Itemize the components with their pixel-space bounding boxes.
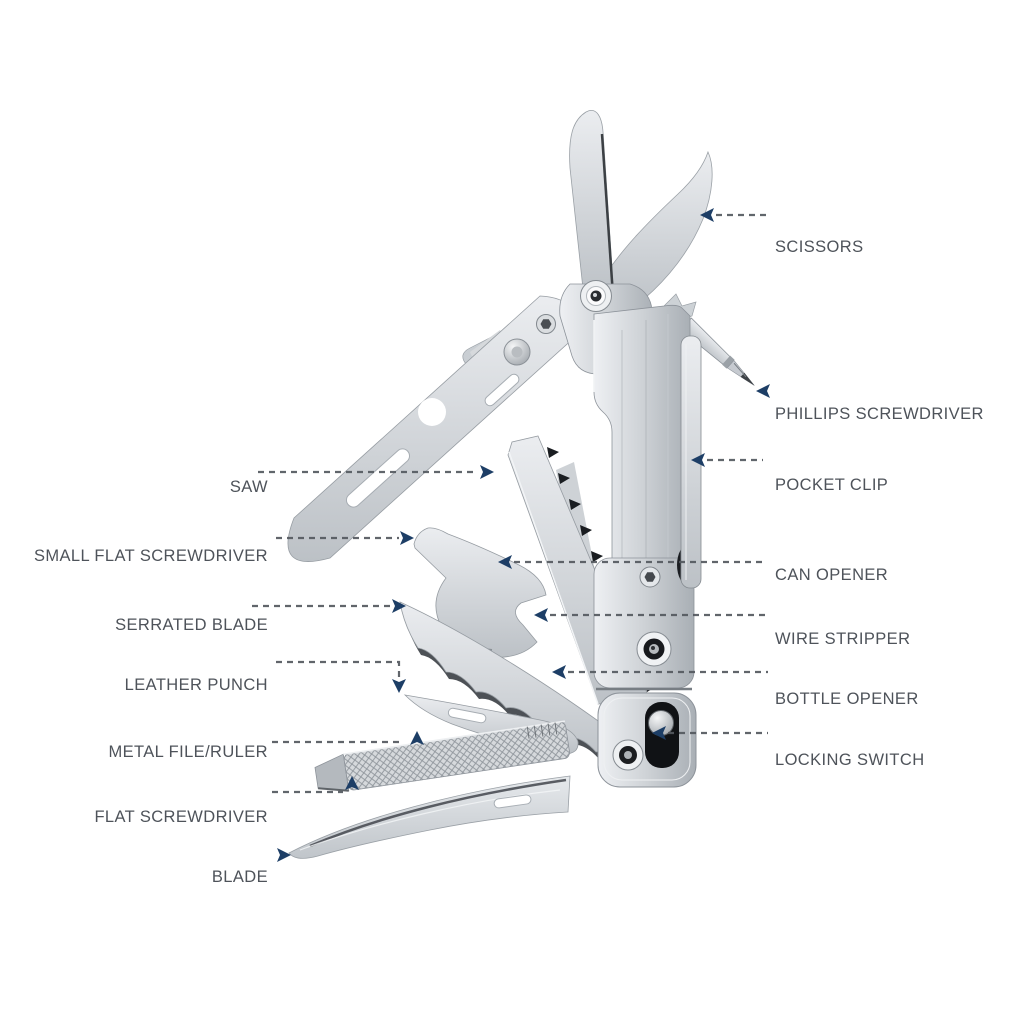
arrow-metal-file-icon bbox=[410, 731, 424, 745]
label-phillips-screwdriver: PHILLIPS SCREWDRIVER bbox=[775, 405, 984, 423]
arrow-leather-punch-icon bbox=[392, 679, 406, 693]
metal-file-graphic bbox=[314, 720, 570, 792]
label-pocket-clip: POCKET CLIP bbox=[775, 476, 889, 494]
arrow-phillips-icon bbox=[756, 384, 770, 398]
label-saw: SAW bbox=[229, 478, 268, 496]
label-blade: BLADE bbox=[211, 868, 268, 886]
arrow-pocket-clip-icon bbox=[691, 453, 705, 467]
label-flat-screwdriver: FLAT SCREWDRIVER bbox=[94, 808, 268, 826]
arrow-locking-switch-icon bbox=[652, 726, 666, 740]
label-serrated-blade: SERRATED BLADE bbox=[115, 616, 268, 634]
arrow-serrated-blade-icon bbox=[392, 599, 406, 613]
arrow-saw-icon bbox=[480, 465, 494, 479]
arrow-scissors-icon bbox=[700, 208, 714, 222]
label-can-opener: CAN OPENER bbox=[775, 566, 889, 584]
label-metal-file-ruler: METAL FILE/RULER bbox=[108, 743, 268, 761]
arrow-wire-stripper-icon bbox=[534, 608, 548, 622]
arrow-can-opener-icon bbox=[498, 555, 512, 569]
arrow-bottle-opener-icon bbox=[552, 665, 566, 679]
callout-lines bbox=[252, 213, 768, 794]
arrow-blade-icon bbox=[277, 848, 291, 862]
label-locking-switch: LOCKING SWITCH bbox=[775, 751, 925, 769]
callout-leather-punch-line bbox=[276, 660, 401, 678]
callout-arrowheads bbox=[277, 208, 770, 862]
label-small-flat-screwdriver: SMALL FLAT SCREWDRIVER bbox=[33, 547, 268, 565]
arrow-flat-screwdriver-icon bbox=[345, 776, 359, 790]
arrow-small-flat-screwdriver-icon bbox=[400, 531, 414, 545]
label-bottle-opener: BOTTLE OPENER bbox=[775, 690, 919, 708]
label-leather-punch: LEATHER PUNCH bbox=[124, 676, 268, 694]
body-graphic bbox=[593, 304, 702, 788]
label-scissors: SCISSORS bbox=[775, 238, 864, 256]
lock-knuckle-graphic bbox=[597, 692, 697, 788]
label-wire-stripper: WIRE STRIPPER bbox=[775, 630, 911, 648]
blade-graphic bbox=[288, 775, 571, 859]
